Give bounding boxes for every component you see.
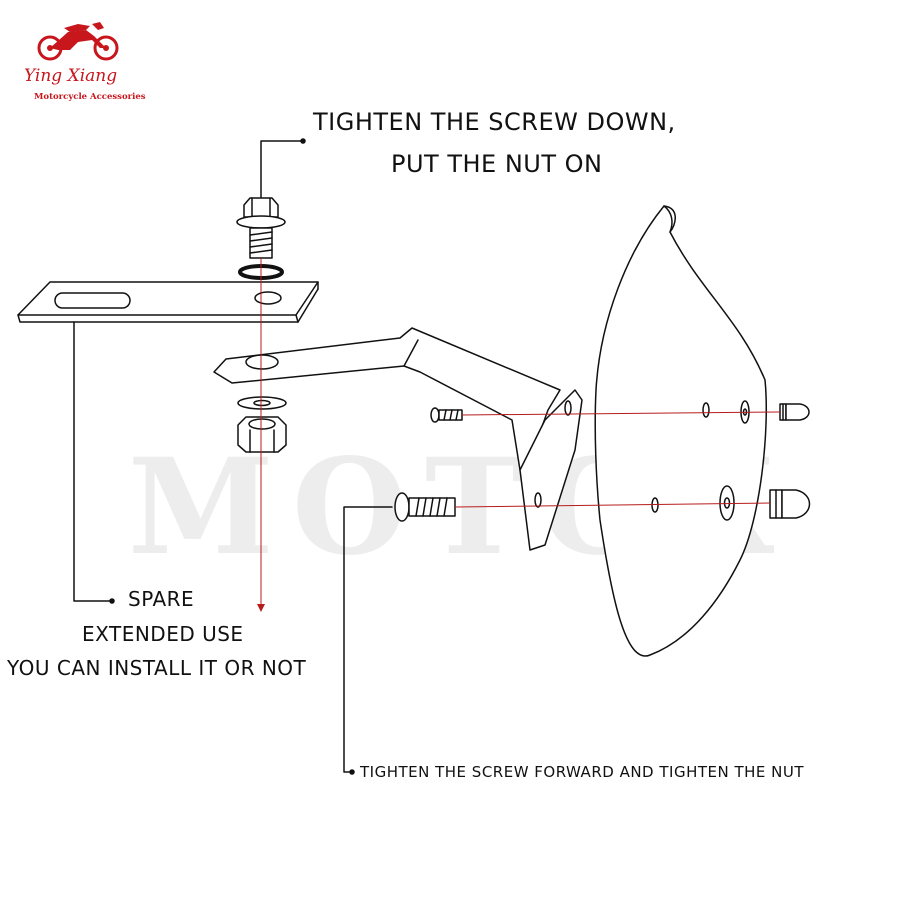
brand-subtitle: Motorcycle Accessories bbox=[34, 92, 146, 102]
spare-label-leader-dot bbox=[109, 598, 115, 604]
instruction-top-line1: TIGHTEN THE SCREW DOWN, bbox=[313, 108, 676, 136]
top-label-leader-dot bbox=[300, 138, 306, 144]
assembly-axis-lower bbox=[454, 502, 771, 508]
windshield-plate bbox=[594, 205, 767, 657]
spare-label-leader bbox=[73, 321, 113, 602]
bottom-label-leader bbox=[343, 506, 393, 773]
assembly-axis-upper bbox=[461, 411, 781, 416]
bottom-label-leader-dot bbox=[349, 769, 355, 775]
big-screw-lower bbox=[394, 492, 456, 522]
lower-washer-nut bbox=[237, 396, 287, 453]
motorcycle-icon bbox=[37, 22, 119, 61]
angled-bracket bbox=[213, 327, 583, 551]
optional-install-label: YOU CAN INSTALL IT OR NOT bbox=[7, 656, 307, 680]
top-bolt bbox=[236, 197, 286, 259]
brand-name: Ying Xiang bbox=[24, 66, 118, 86]
top-label-leader bbox=[260, 140, 304, 201]
spare-bracket bbox=[17, 281, 319, 323]
small-screw-upper bbox=[430, 407, 463, 423]
extended-use-label: EXTENDED USE bbox=[82, 622, 244, 646]
instruction-bottom: TIGHTEN THE SCREW FORWARD AND TIGHTEN TH… bbox=[360, 763, 805, 781]
spare-label: SPARE bbox=[128, 587, 195, 611]
instruction-top-line2: PUT THE NUT ON bbox=[391, 150, 603, 178]
assembly-arrow bbox=[257, 604, 265, 612]
